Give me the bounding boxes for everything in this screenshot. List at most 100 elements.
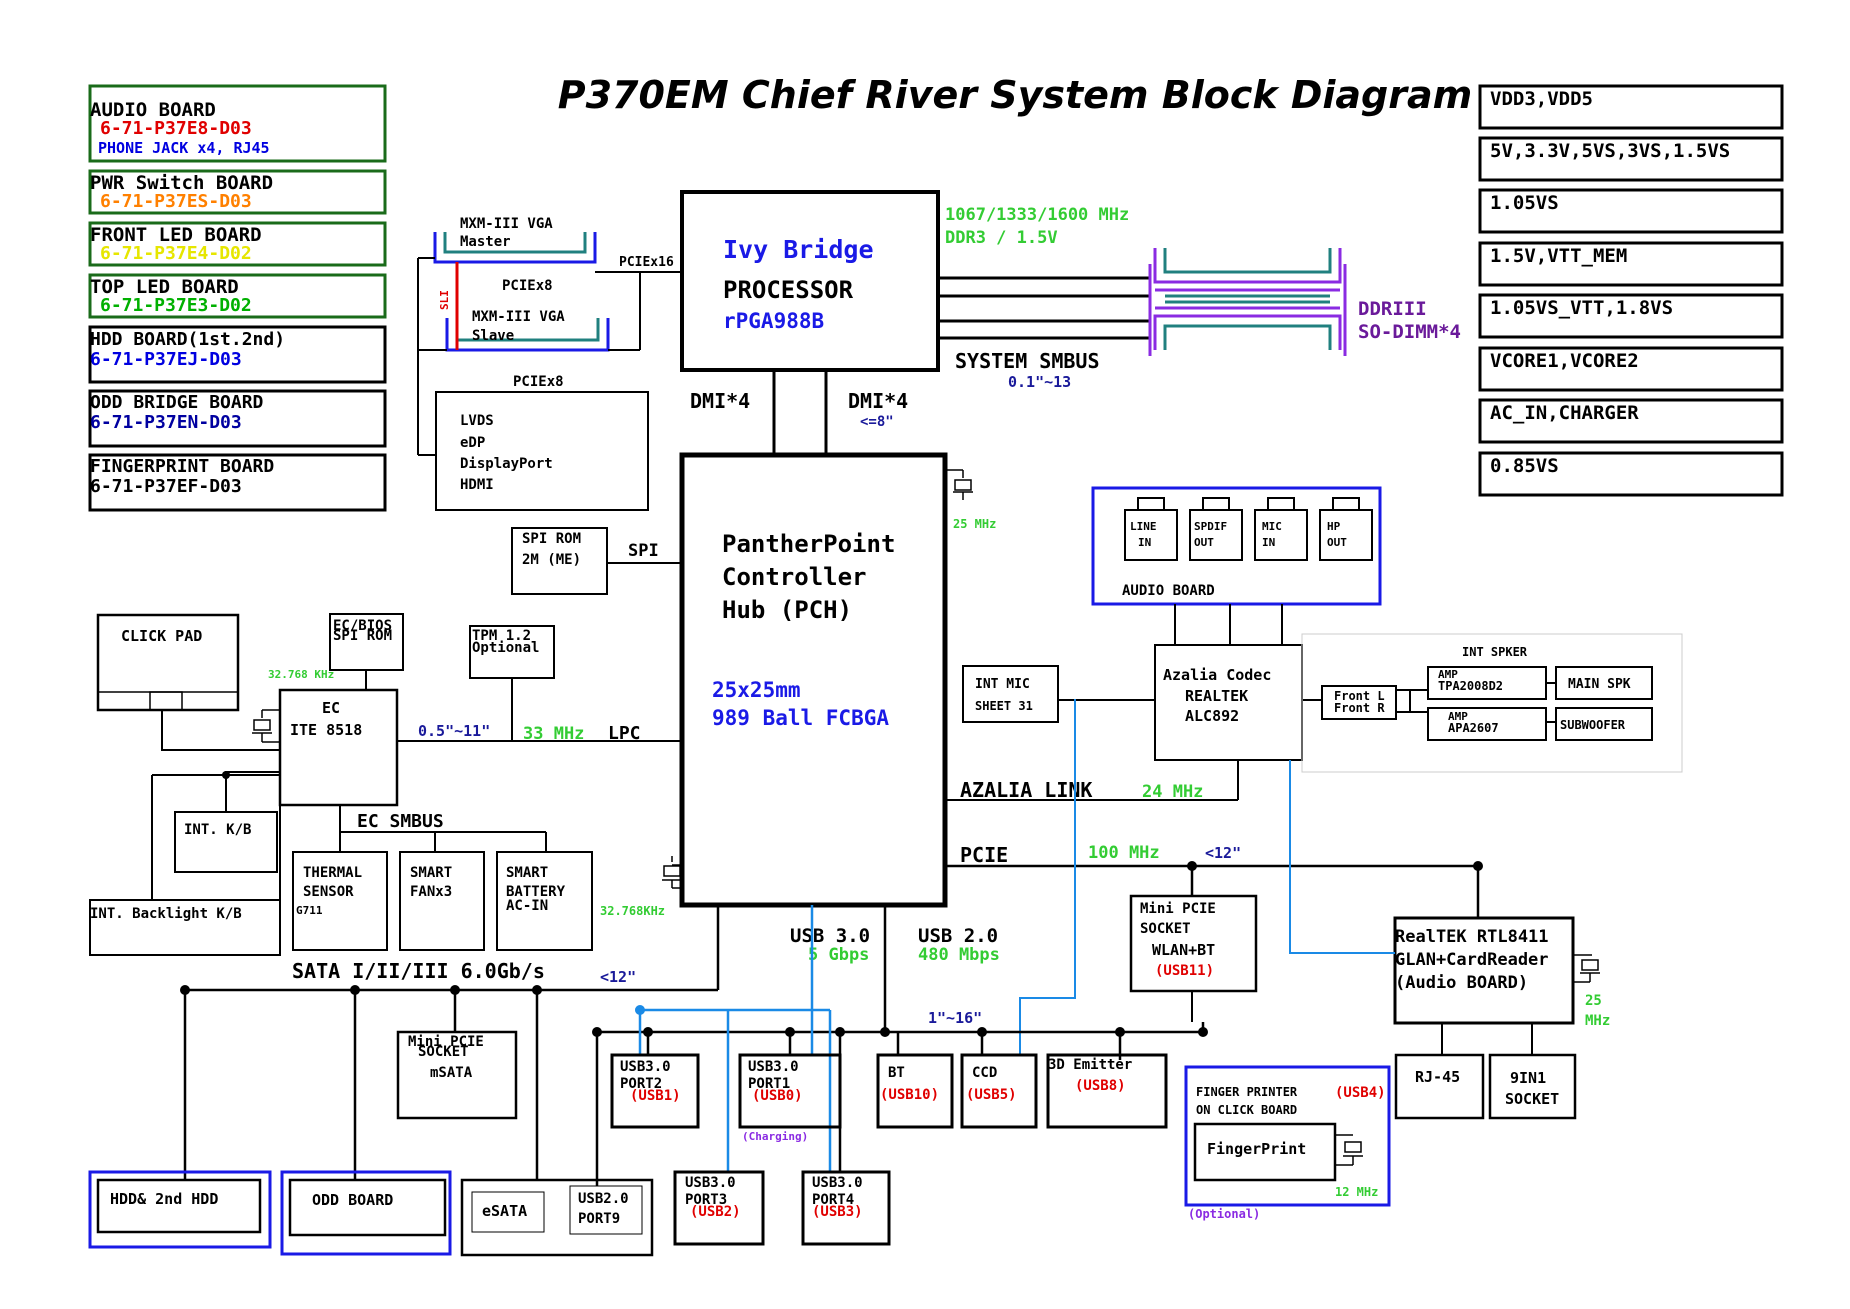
usb-device-block — [1046, 1053, 1168, 1129]
fan-label: SMART — [410, 865, 452, 881]
vga-connections — [417, 257, 682, 456]
dmi-label: DMI*4 — [690, 389, 750, 413]
usb-port-label: PORT2 — [620, 1076, 662, 1092]
backlight-kb-block — [89, 899, 281, 956]
crystal-icon — [662, 856, 682, 889]
esata-block — [471, 1191, 545, 1233]
msata-label: mSATA — [430, 1065, 473, 1081]
power-rail: 1.5V,VTT_MEM — [1490, 245, 1627, 267]
jack-label: OUT — [1194, 536, 1214, 549]
msata-label: SOCKET — [418, 1044, 469, 1060]
spi-rom-label: 2M (ME) — [522, 552, 581, 568]
crystal-icon — [1573, 954, 1600, 983]
cpu-name: Ivy Bridge — [723, 235, 874, 264]
codec-label: REALTEK — [1185, 687, 1248, 705]
thermal-label: THERMAL — [303, 865, 362, 881]
fan-block — [399, 851, 485, 951]
board-part: 6-71-P37E4-D02 — [100, 243, 252, 264]
pcie-label: PCIEx16 — [619, 255, 674, 270]
amp-block — [1427, 707, 1547, 741]
hdd-block — [96, 1178, 262, 1234]
power-rail: 5V,3.3V,5VS,3VS,1.5VS — [1490, 140, 1730, 162]
audio-board-block — [1091, 486, 1382, 606]
jack-label: OUT — [1327, 536, 1347, 549]
battery-label: SMART — [506, 865, 548, 881]
usb-port-label: PORT3 — [685, 1192, 727, 1208]
hdd-label: HDD& 2nd HDD — [110, 1190, 218, 1208]
usb2-port9-label: PORT9 — [578, 1211, 620, 1227]
dmi-length: <=8" — [860, 414, 894, 430]
speaker-group — [1301, 633, 1683, 773]
dimm-label: SO-DIMM*4 — [1358, 321, 1461, 343]
thermal-label: G711 — [296, 904, 323, 917]
fingerprint-label: FingerPrint — [1207, 1140, 1306, 1158]
ec-block — [278, 688, 399, 807]
vga-label: Slave — [472, 328, 514, 344]
amp-label: TPA2008D2 — [1438, 679, 1503, 693]
amp-label: AMP — [1448, 710, 1468, 723]
board-name: FRONT LED BOARD — [90, 224, 262, 246]
power-rail: 1.05VS — [1490, 192, 1559, 214]
wlan-usb: (USB11) — [1155, 963, 1214, 979]
board-list — [88, 84, 387, 512]
usb2-speed: 480 Mbps — [918, 945, 1000, 965]
junction-dot — [450, 985, 460, 995]
pch-block — [679, 452, 948, 908]
kb-connections — [225, 775, 281, 900]
backlight-kb-label: INT. Backlight K/B — [90, 906, 242, 922]
dmi-label: DMI*4 — [848, 389, 908, 413]
power-rail: AC_IN,CHARGER — [1490, 402, 1639, 424]
usb2-label: USB 2.0 — [918, 925, 998, 947]
msata-label: Mini PCIE — [408, 1034, 484, 1050]
smbus-length: 0.1"~13 — [1008, 373, 1071, 391]
memory-type: DDR3 / 1.5V — [945, 228, 1058, 248]
diagram-title: P370EM Chief River System Block Diagram — [558, 73, 1473, 117]
board-name: AUDIO BOARD — [90, 99, 216, 121]
lpc-freq: 33 MHz — [523, 724, 584, 744]
lan-clock: MHz — [1585, 1013, 1610, 1029]
junction-dot — [1187, 861, 1197, 871]
odd-board-outline — [280, 1170, 452, 1256]
usb-port-label: USB3.0 — [685, 1175, 736, 1191]
display-output: HDMI — [460, 477, 494, 493]
pcie-length: <12" — [1205, 844, 1241, 862]
pcie-label: PCIE — [960, 843, 1008, 867]
lpc-length: 0.5"~11" — [418, 722, 490, 740]
memory-bus — [938, 276, 1150, 340]
smbus-label: SYSTEM SMBUS — [955, 349, 1100, 373]
wlan-label: Mini PCIE — [1140, 901, 1216, 917]
speaker-connections — [1396, 682, 1556, 723]
usb3-bus — [638, 905, 832, 1172]
junction-dot — [222, 771, 230, 779]
junction-dots — [592, 1027, 1208, 1037]
pch-name: PantherPoint — [722, 530, 895, 558]
amp-label: AMP — [1438, 668, 1458, 681]
power-rail-list — [1478, 84, 1784, 497]
spi-rom-label: SPI ROM — [522, 531, 581, 547]
so-dimm-slots — [1148, 248, 1347, 356]
audio-links — [1019, 699, 1395, 1055]
board-part: 6-71-P37E8-D03 — [100, 118, 252, 139]
usb-device-label: BT — [888, 1065, 905, 1081]
lan-label: RealTEK RTL8411 — [1395, 927, 1549, 947]
power-rail: 0.85VS — [1490, 455, 1559, 477]
usb-port-id: (USB8) — [1075, 1078, 1126, 1094]
card-reader-label: SOCKET — [1505, 1090, 1559, 1108]
usb2-port9-label: USB2.0 — [578, 1191, 629, 1207]
display-output: DisplayPort — [460, 456, 553, 472]
ec-smbus-label: EC SMBUS — [357, 811, 444, 832]
card-reader-block — [1488, 1053, 1577, 1120]
clock-label: 25 MHz — [953, 517, 996, 531]
fingerprint-label: FINGER PRINTER — [1196, 1085, 1298, 1099]
wlan-block — [1129, 894, 1258, 993]
wlan-label: SOCKET — [1140, 921, 1191, 937]
thermal-label: SENSOR — [303, 884, 354, 900]
amp-label: APA2607 — [1448, 721, 1499, 735]
usb-device-label: CCD — [972, 1065, 997, 1081]
jack-label: IN — [1138, 536, 1151, 549]
board-part: 6-71-P37EJ-D03 — [90, 349, 242, 370]
ec-label: EC — [322, 699, 340, 717]
fingerprint-block — [1193, 1122, 1337, 1182]
usb-port-label: USB3.0 — [620, 1059, 671, 1075]
hdd-board-outline — [88, 1170, 272, 1249]
